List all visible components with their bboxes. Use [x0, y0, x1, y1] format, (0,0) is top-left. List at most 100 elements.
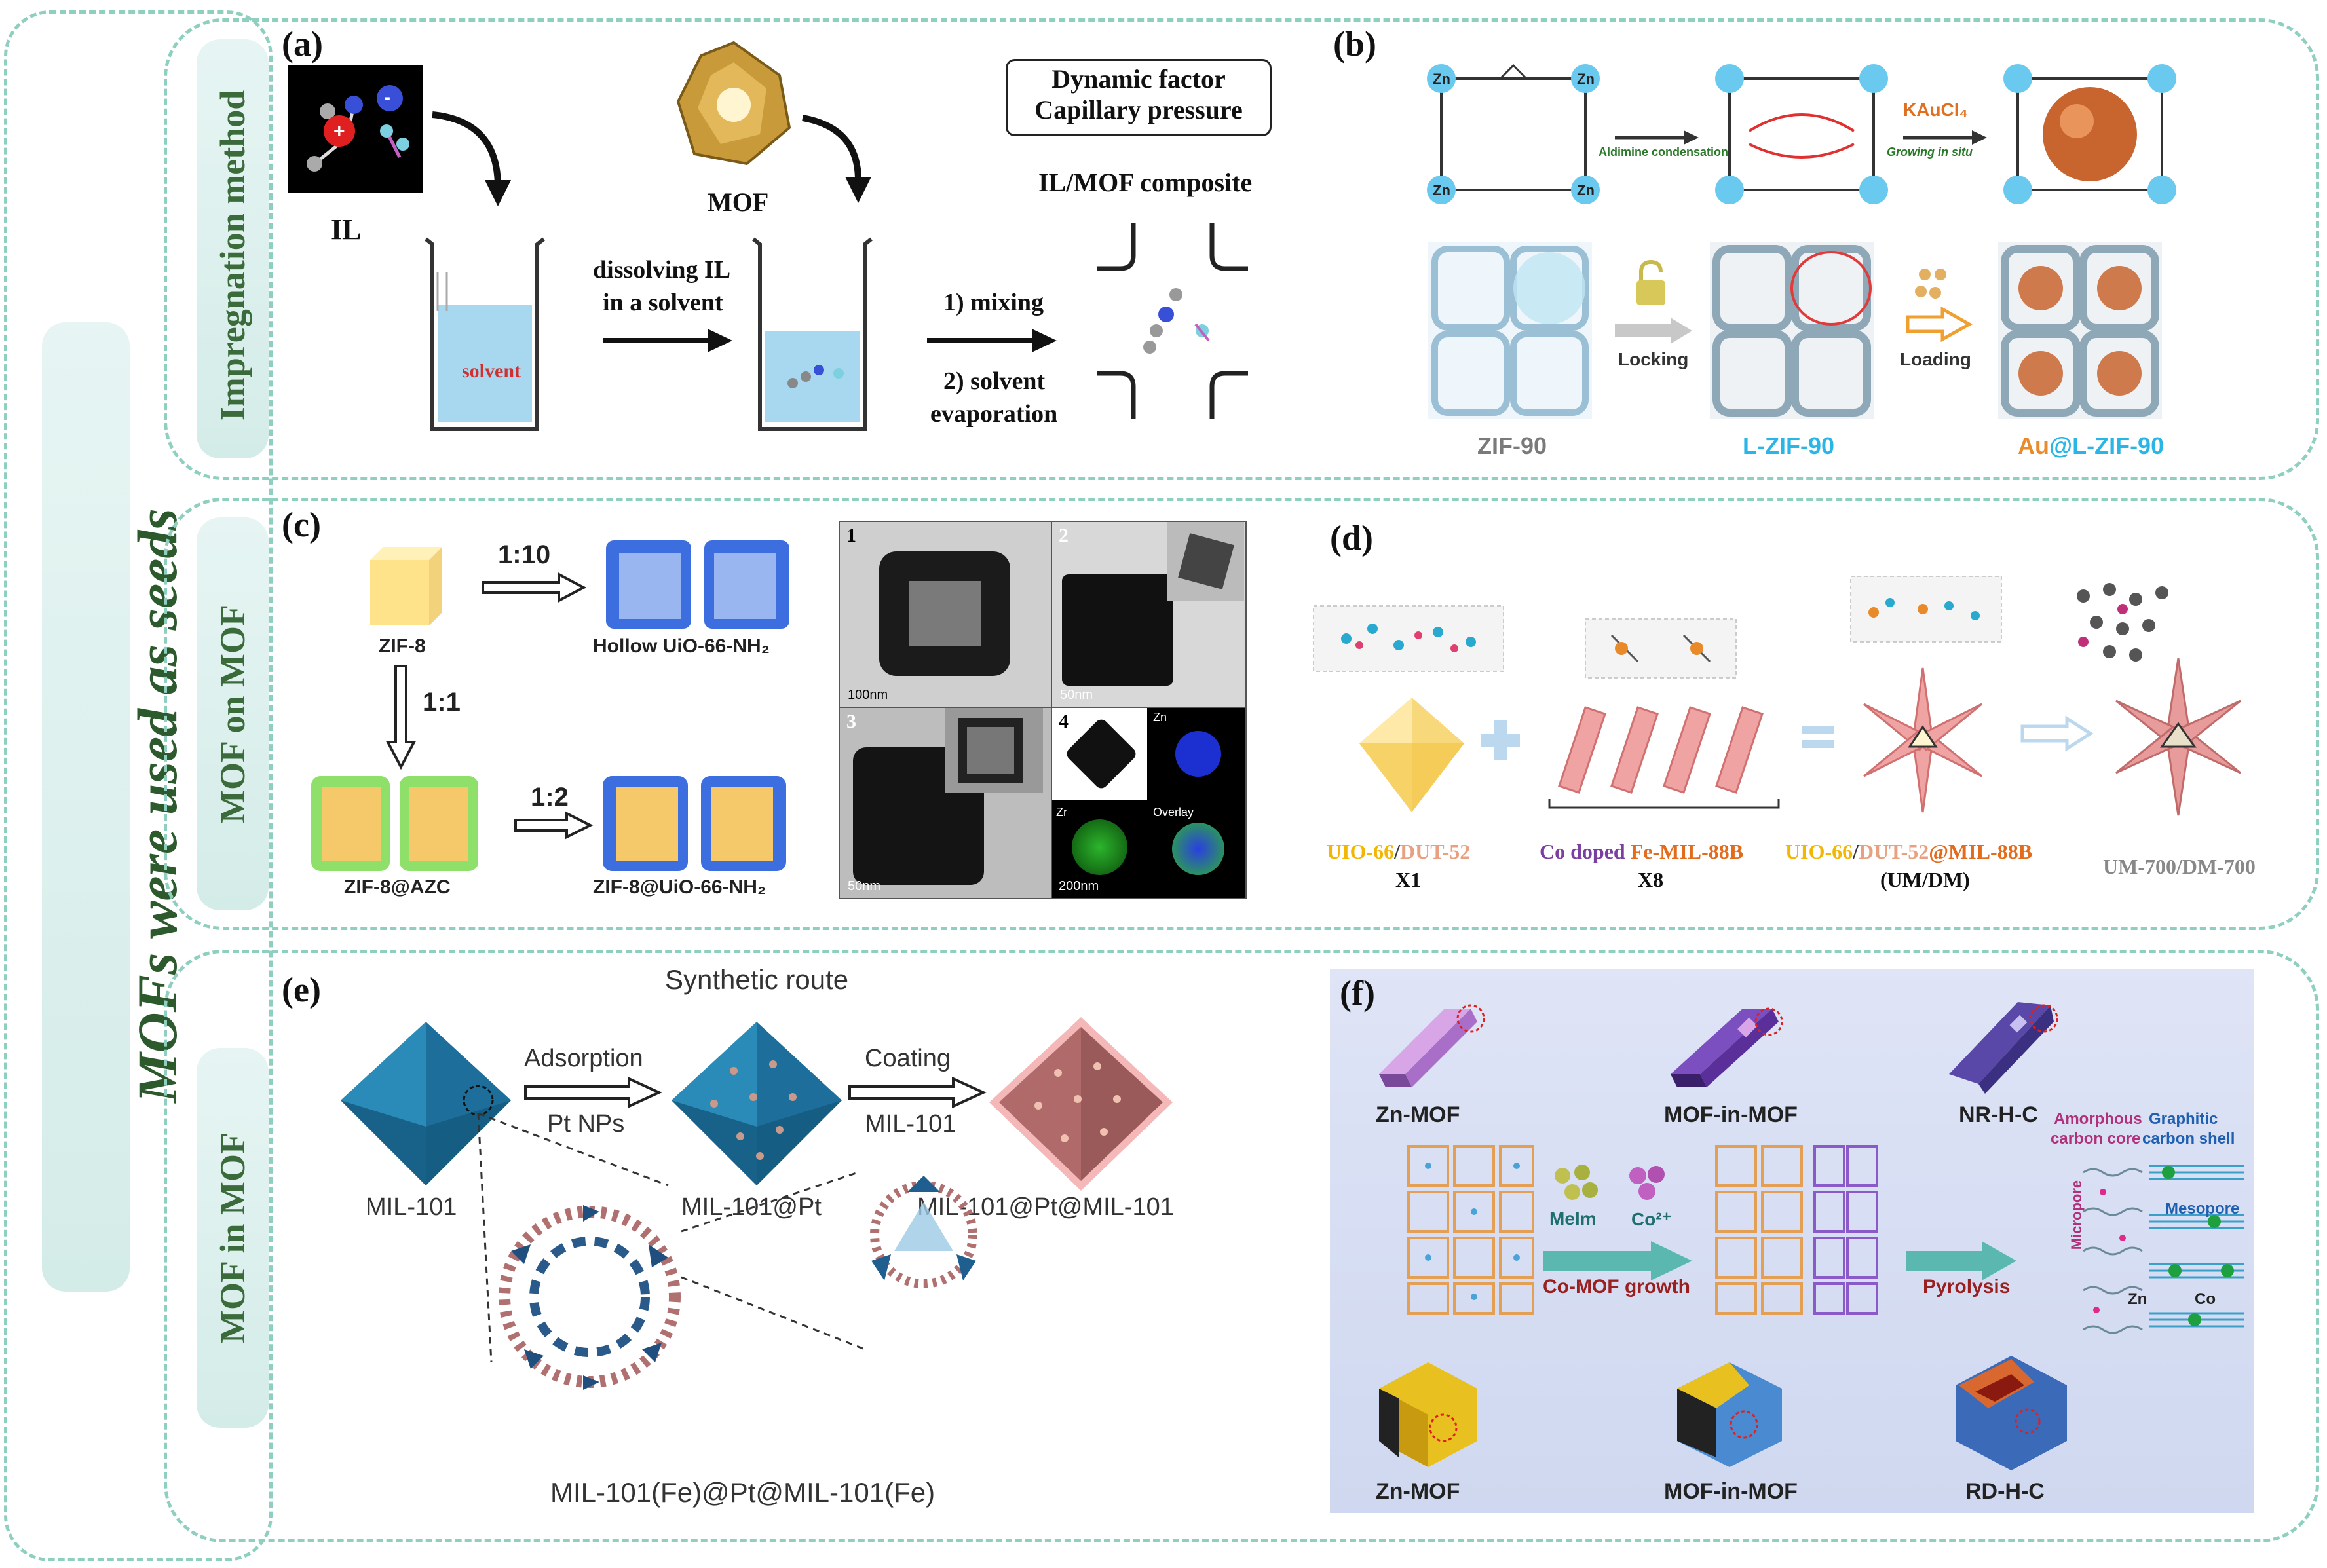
- lzif90-structure: [1715, 64, 1888, 204]
- adsorption-label: Adsorption: [524, 1045, 643, 1072]
- arrow-locking: [1615, 318, 1692, 344]
- mil101-octahedron: [341, 1022, 511, 1185]
- il-molecule-image: + -: [288, 65, 423, 193]
- zif8-uio-label: ZIF-8@UiO-66-NH₂: [593, 876, 766, 898]
- zif8-azc-label: ZIF-8@AZC: [344, 876, 451, 898]
- arrow-1-10: [482, 572, 587, 603]
- zif90-label: ZIF-90: [1477, 432, 1547, 459]
- rd-hc-label: RD-H-C: [1965, 1479, 2045, 1504]
- loading-label: Loading: [1900, 349, 1971, 369]
- melm-label: MeIm: [1549, 1208, 1597, 1229]
- mil101-label: MIL-101: [366, 1193, 457, 1221]
- uio-dut-mil-label: UIO-66/DUT-52@MIL-88B: [1785, 840, 2032, 864]
- mof-in-mof-rod: [1671, 1007, 1783, 1087]
- mof-in-mof-dodecahedron: [1677, 1362, 1782, 1467]
- co-ions: [1629, 1166, 1665, 1200]
- mof-in-mof-bottom-label: MOF-in-MOF: [1664, 1479, 1798, 1504]
- panel-d-tag: (d): [1330, 518, 1373, 557]
- bottom-label: MIL-101(Fe)@Pt@MIL-101(Fe): [550, 1477, 936, 1508]
- tem-scale-4: 200nm: [1059, 879, 1099, 893]
- coating-mil101-label: MIL-101: [865, 1110, 956, 1138]
- row-border-mof-in-mof: [164, 950, 2319, 1542]
- tem-particle-4: [1064, 717, 1139, 791]
- mil88b-structure-inset: [1585, 618, 1737, 679]
- ratio-1-10: 1:10: [498, 540, 551, 569]
- solvent-label: solvent: [462, 360, 521, 382]
- zn-label-2: Zn: [1577, 71, 1595, 87]
- tem-number-3: 3: [846, 711, 856, 732]
- arrow-kaucl4: [1903, 130, 1987, 145]
- um700-structure-inset: [2077, 583, 2168, 662]
- zif8-cube: [370, 547, 442, 625]
- panel-a-tag: (a): [282, 24, 323, 64]
- mof-crystal-image: [676, 41, 791, 166]
- um700-star: [2115, 658, 2241, 816]
- tem-hollow-1: [909, 581, 981, 646]
- row-label-mof-in-mof: MOF in MOF: [213, 1132, 252, 1343]
- arrow-mixing: [927, 329, 1057, 352]
- nr-hc-rod: [1949, 1002, 2058, 1094]
- slash-1: /: [1394, 840, 1400, 863]
- svg-text:+: +: [333, 121, 345, 142]
- curved-arrow-il: [432, 111, 511, 206]
- lock-icon: [1636, 259, 1665, 305]
- plus-icon: [1481, 720, 1520, 760]
- dissolve-label-1: dissolving IL: [593, 256, 731, 284]
- arrow-1-1: [385, 665, 417, 770]
- bracket: [1548, 799, 1780, 809]
- um700-label: UM-700/DM-700: [2103, 855, 2256, 878]
- tem-image-1: 1 100nm: [839, 521, 1052, 708]
- amorphous-label-2: carbon core: [2051, 1130, 2141, 1148]
- svg-text:-: -: [384, 86, 390, 108]
- tem-map-zn: Zn: [1149, 708, 1245, 800]
- aldimine-label: Aldimine condensation: [1599, 145, 1729, 159]
- uio66-label: UIO-66: [1327, 840, 1395, 863]
- arrow-aldimine: [1615, 130, 1699, 145]
- tem-map-zn-blob: [1175, 731, 1221, 777]
- au-lzif90-structure: [2003, 64, 2176, 204]
- mesopore-label: Mesopore: [2165, 1200, 2240, 1218]
- tem-particle-2: [1062, 574, 1173, 686]
- panel-e-tag: (e): [282, 970, 321, 1009]
- arrow-1-2: [514, 811, 594, 840]
- umdm-star: [1863, 667, 1982, 813]
- ratio-1-1: 1:1: [423, 688, 461, 717]
- panel-b-tag: (b): [1333, 24, 1376, 64]
- carbon-schematic: [2083, 1165, 2244, 1334]
- arrow-adsorption: [524, 1076, 662, 1109]
- fe-mil-label: Fe-MIL-88B: [1630, 840, 1744, 863]
- co-doped-label: Co doped: [1540, 840, 1625, 863]
- map-overlay-label: Overlay: [1153, 806, 1194, 819]
- zif90-structure: [1427, 64, 1600, 204]
- mof-label: MOF: [708, 187, 769, 217]
- arrow-co-mof-growth: [1543, 1241, 1692, 1280]
- co2-label: Co²⁺: [1631, 1209, 1672, 1229]
- tem-scale-1: 100nm: [848, 688, 888, 702]
- row-border-impregnation: [164, 18, 2319, 480]
- au-lzif90-label: Au@L-ZIF-90: [2018, 432, 2164, 460]
- tem-inset-3: [945, 708, 1043, 793]
- lzif90-framework: [1710, 242, 1874, 419]
- map-zr-label: Zr: [1056, 806, 1067, 819]
- uio66-structure-inset: [1313, 605, 1504, 672]
- zn-label-4: Zn: [1577, 182, 1595, 198]
- zn-element-label: Zn: [2128, 1290, 2147, 1308]
- tem-number-4: 4: [1059, 711, 1069, 732]
- umdm-label: (UM/DM): [1880, 868, 1970, 891]
- tem-map-zr: Zr 200nm: [1052, 803, 1147, 898]
- arrow-coating: [848, 1076, 987, 1109]
- row-label-impregnation: Impregnation method: [213, 90, 252, 421]
- lzif-label-part: @L-ZIF-90: [2049, 432, 2165, 459]
- ratio-1-2: 1:2: [531, 783, 569, 812]
- arrow-pyrolysis: [1906, 1241, 2016, 1280]
- x1-label: X1: [1395, 868, 1422, 891]
- co-doped-mil-label: Co doped Fe-MIL-88B: [1540, 840, 1743, 864]
- zif8-label: ZIF-8: [379, 635, 426, 657]
- coating-label: Coating: [865, 1045, 951, 1072]
- tem-scale-2: 50nm: [1060, 688, 1093, 702]
- mof-in-mof-lattice: [1715, 1145, 1878, 1315]
- mil101-pt-mil101-octahedron: [989, 1017, 1173, 1191]
- composite-pore: [1097, 223, 1248, 419]
- zn-mof-lattice: [1407, 1145, 1534, 1315]
- mixing-label: 1) mixing: [943, 289, 1044, 316]
